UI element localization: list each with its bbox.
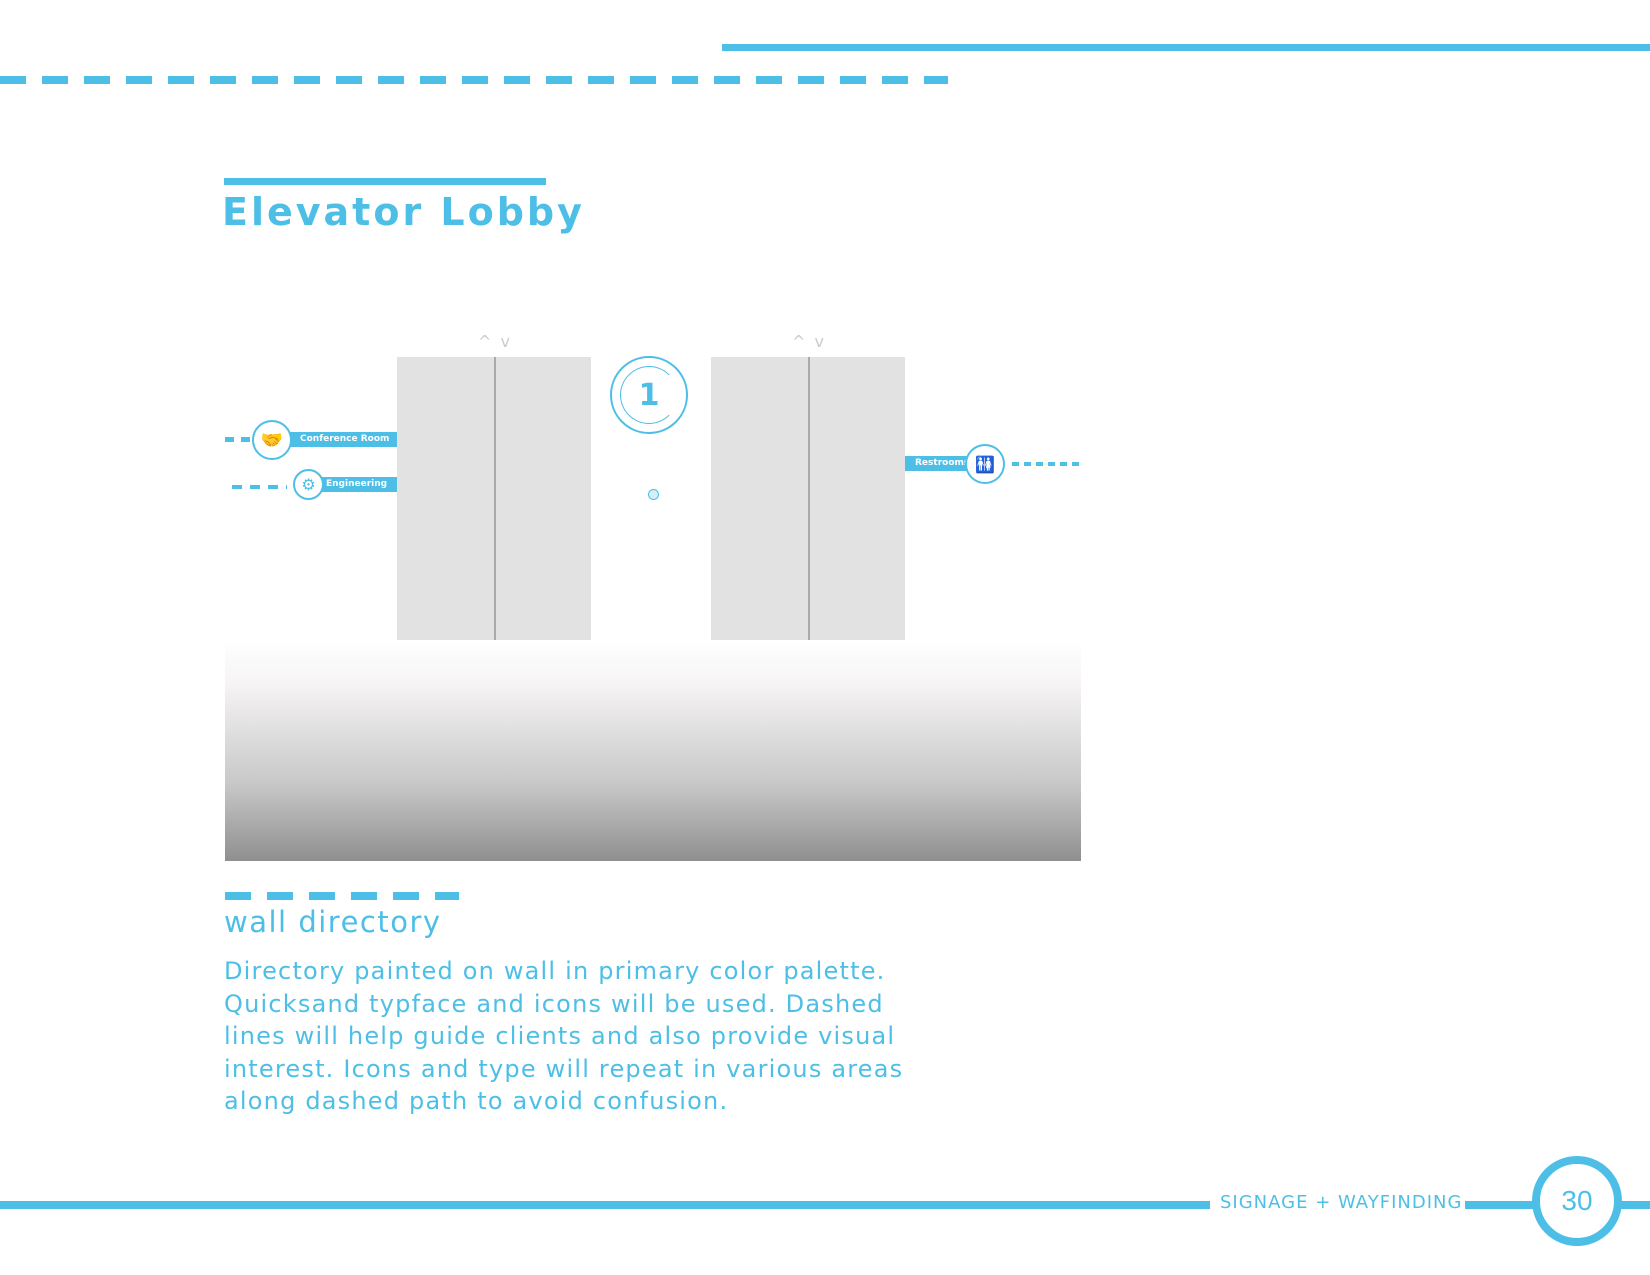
- gears-icon: ⚙: [293, 469, 324, 500]
- footer-line-left: [0, 1201, 1210, 1209]
- conference-room-label: Conference Room: [272, 432, 397, 447]
- restroom-icon: 🚻: [965, 444, 1005, 484]
- description-line: Directory painted on wall in primary col…: [224, 957, 886, 985]
- top-solid-line: [722, 44, 1650, 51]
- description-line: Quicksand typface and icons will be used…: [224, 989, 884, 1018]
- elevator-1-arrows: ^ v: [478, 332, 512, 351]
- conference-dash: [225, 437, 255, 442]
- elevator-door-1: [397, 357, 591, 640]
- description-line: along dashed path to avoid confusion.: [224, 1087, 729, 1115]
- description-line: lines will help guide clients and also p…: [224, 1022, 896, 1050]
- page-number-badge: 30: [1532, 1156, 1622, 1246]
- handshake-icon: 🤝: [252, 420, 292, 460]
- restrooms-label: Restrooms: [905, 456, 980, 471]
- elevator-2-arrows: ^ v: [792, 332, 826, 351]
- description-line: interest. Icons and type will repeat in …: [224, 1054, 904, 1083]
- section-dashed-line: [225, 892, 459, 900]
- page-number: 30: [1561, 1185, 1593, 1216]
- description: Directory painted on wall in primary col…: [224, 955, 924, 1118]
- engineering-lab-label: Engineering Lab: [300, 477, 397, 504]
- page-title: Elevator Lobby: [222, 190, 585, 234]
- elevator-door-2: [711, 357, 905, 640]
- floor-gradient: [225, 640, 1081, 861]
- restrooms-dash: [1012, 462, 1082, 466]
- ripple-ring: [620, 366, 678, 424]
- top-dashed-line: [0, 76, 948, 84]
- engineering-dash: [232, 485, 287, 489]
- title-bar: [224, 178, 546, 185]
- section-heading: wall directory: [224, 905, 442, 939]
- call-button: [648, 489, 659, 500]
- footer-section-label: SIGNAGE + WAYFINDING: [1220, 1192, 1463, 1213]
- floor-number-badge: 1: [610, 356, 688, 434]
